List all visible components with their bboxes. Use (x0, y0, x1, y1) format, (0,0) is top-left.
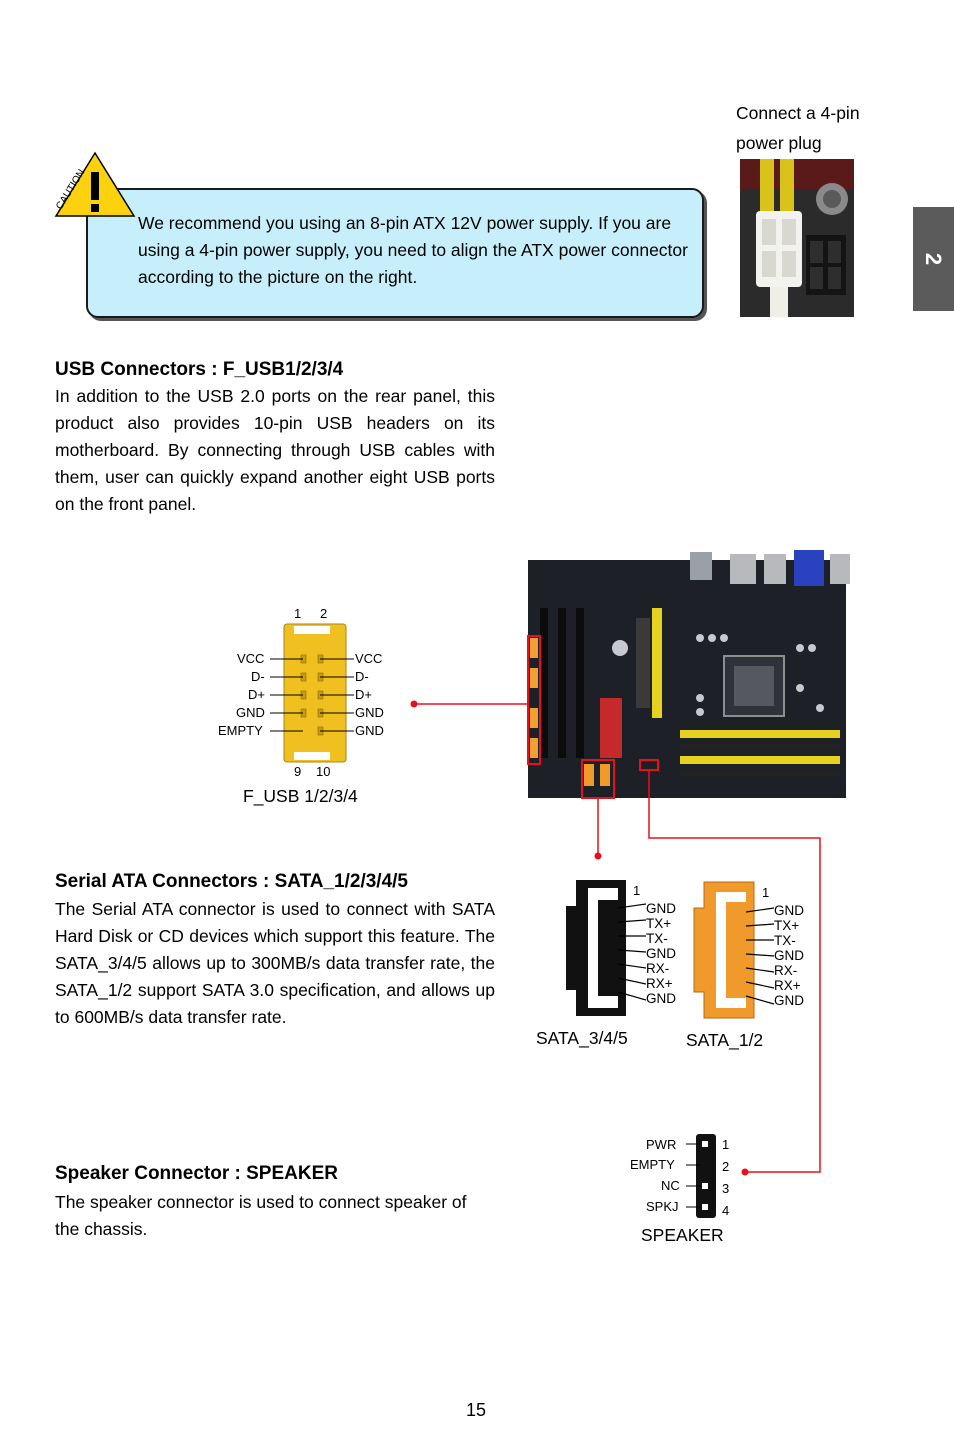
power-plug-photo (740, 159, 854, 317)
sata345-pin-labels: GND TX+ TX- GND RX- RX+ GND (646, 901, 676, 1006)
speaker-label-pwr: PWR (646, 1137, 677, 1152)
speaker-label-spkj: SPKJ (646, 1199, 679, 1214)
usb-right-label-dminus: D- (355, 669, 369, 684)
sata12-pin-gnd1: GND (774, 903, 804, 918)
speaker-pin-1: 1 (722, 1137, 730, 1152)
speaker-pin-3: 3 (722, 1181, 730, 1196)
usb-left-label-vcc: VCC (237, 651, 265, 666)
caution-box (86, 188, 704, 318)
usb-pin-2: 2 (320, 606, 328, 621)
speaker-header-diagram (686, 1134, 716, 1218)
sata345-pin-rxminus: RX- (646, 961, 670, 976)
sata345-connector (566, 880, 646, 1016)
usb-right-label-dplus: D+ (355, 687, 372, 702)
caution-icon: CAUTION (54, 151, 136, 217)
usb-left-label-dplus: D+ (248, 687, 265, 702)
sata345-pin-gnd3: GND (646, 991, 676, 1006)
caution-text: We recommend you using an 8-pin ATX 12V … (138, 213, 688, 287)
speaker-caption: SPEAKER (641, 1225, 724, 1245)
usb-right-label-gnd: GND (355, 705, 384, 720)
sata12-caption: SATA_1/2 (686, 1030, 764, 1050)
speaker-label-empty: EMPTY (630, 1157, 675, 1172)
usb-section-title: USB Connectors : F_USB1/2/3/4 (55, 359, 344, 380)
sata-section-title: Serial ATA Connectors : SATA_1/2/3/4/5 (55, 871, 409, 892)
sata12-pin-labels: GND TX+ TX- GND RX- RX+ GND (774, 903, 804, 1008)
speaker-pin-4: 4 (722, 1203, 730, 1218)
sata345-caption: SATA_3/4/5 (536, 1028, 628, 1048)
sata345-pin-gnd2: GND (646, 946, 676, 961)
usb-left-label-dminus: D- (251, 669, 265, 684)
sata12-pin-rxminus: RX- (774, 963, 798, 978)
speaker-section-body: The speaker connector is used to connect… (55, 1192, 467, 1239)
sata12-pin-txplus: TX+ (774, 918, 800, 933)
speaker-label-nc: NC (661, 1178, 680, 1193)
sata12-connector (693, 881, 775, 1019)
usb-left-label-empty: EMPTY (218, 723, 263, 738)
sata345-pin-txminus: TX- (646, 931, 668, 946)
page-number: 15 (466, 1400, 487, 1420)
usb-section-body: In addition to the USB 2.0 ports on the … (55, 386, 495, 514)
power-plug-note-line1: Connect a 4-pin (736, 103, 860, 123)
chapter-number: 2 (921, 252, 947, 266)
sata345-pin-rxplus: RX+ (646, 976, 673, 991)
usb-right-label-gnd2: GND (355, 723, 384, 738)
sata345-pin-txplus: TX+ (646, 916, 672, 931)
usb-header-diagram (270, 623, 354, 763)
sata-section-body: The Serial ATA connector is used to conn… (55, 899, 495, 1027)
usb-left-label-gnd: GND (236, 705, 265, 720)
sata12-pin-txminus: TX- (774, 933, 796, 948)
speaker-pin-2: 2 (722, 1159, 730, 1174)
usb-right-label-vcc: VCC (355, 651, 383, 666)
usb-header-caption: F_USB 1/2/3/4 (243, 786, 358, 806)
sata345-pin-gnd1: GND (646, 901, 676, 916)
usb-pin-9: 9 (294, 764, 302, 779)
usb-pin-10: 10 (316, 764, 331, 779)
sata12-pin1: 1 (762, 885, 770, 900)
speaker-section-title: Speaker Connector : SPEAKER (55, 1163, 338, 1184)
chapter-tab (913, 207, 954, 311)
motherboard-photo (410, 550, 850, 1176)
sata12-pin-rxplus: RX+ (774, 978, 801, 993)
power-plug-note: Connect a 4-pin power plug (736, 98, 860, 158)
sata12-pin-gnd3: GND (774, 993, 804, 1008)
sata12-pin-gnd2: GND (774, 948, 804, 963)
usb-pin-1: 1 (294, 606, 302, 621)
sata345-pin1: 1 (633, 883, 641, 898)
power-plug-note-line2: power plug (736, 133, 822, 153)
